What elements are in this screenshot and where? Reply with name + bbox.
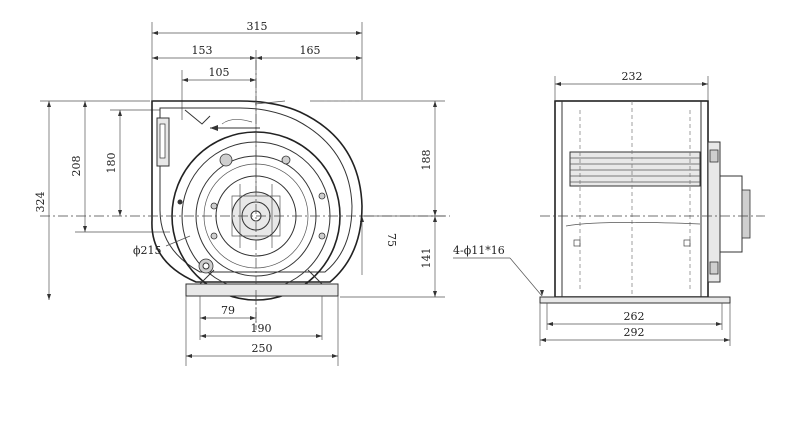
dim-label-79: 79 <box>221 304 235 317</box>
dim-label-190: 190 <box>251 322 272 335</box>
dim-label-232: 232 <box>622 70 643 83</box>
dim-overall-height: 324 <box>34 100 150 300</box>
side-base <box>539 296 731 346</box>
side-housing <box>554 100 709 298</box>
dim-label-105: 105 <box>209 66 230 79</box>
dim-height-left: 208 <box>70 101 170 233</box>
dim-inner: 105 <box>181 66 256 120</box>
dim-label-holes: 4-ϕ11*16 <box>453 244 505 257</box>
scroll-housing <box>151 100 363 283</box>
dim-label-315: 315 <box>247 20 268 33</box>
dim-label-324: 324 <box>34 192 47 213</box>
dim-label-180: 180 <box>105 153 118 174</box>
dim-holes: 4-ϕ11*16 <box>453 244 544 297</box>
dim-height-inner: 180 <box>105 109 160 216</box>
dim-right-heights: 188 141 75 <box>310 100 445 298</box>
dim-label-250: 250 <box>252 342 273 355</box>
dim-label-292: 292 <box>624 326 645 339</box>
motor-end <box>707 141 751 283</box>
dim-label-153: 153 <box>192 44 213 57</box>
dim-label-208: 208 <box>70 156 83 177</box>
dim-label-188: 188 <box>420 150 433 171</box>
dim-label-262: 262 <box>624 310 645 323</box>
front-view: 315 153 165 105 324 20 <box>34 20 450 366</box>
dim-base: 79 190 250 <box>186 304 338 358</box>
dim-label-d215: ϕ215 <box>133 244 162 257</box>
dim-label-75: 75 <box>385 233 398 247</box>
dim-overall-width: 315 <box>151 20 363 100</box>
dim-label-165: 165 <box>300 44 321 57</box>
base-frame <box>185 269 339 366</box>
dim-diameter: ϕ215 <box>133 235 191 257</box>
dim-label-141: 141 <box>420 248 433 269</box>
dim-side-base: 262 292 <box>540 310 730 342</box>
dim-top-width: 232 <box>554 70 709 100</box>
dim-split: 153 165 <box>152 44 362 216</box>
side-view: 232 <box>453 70 765 346</box>
